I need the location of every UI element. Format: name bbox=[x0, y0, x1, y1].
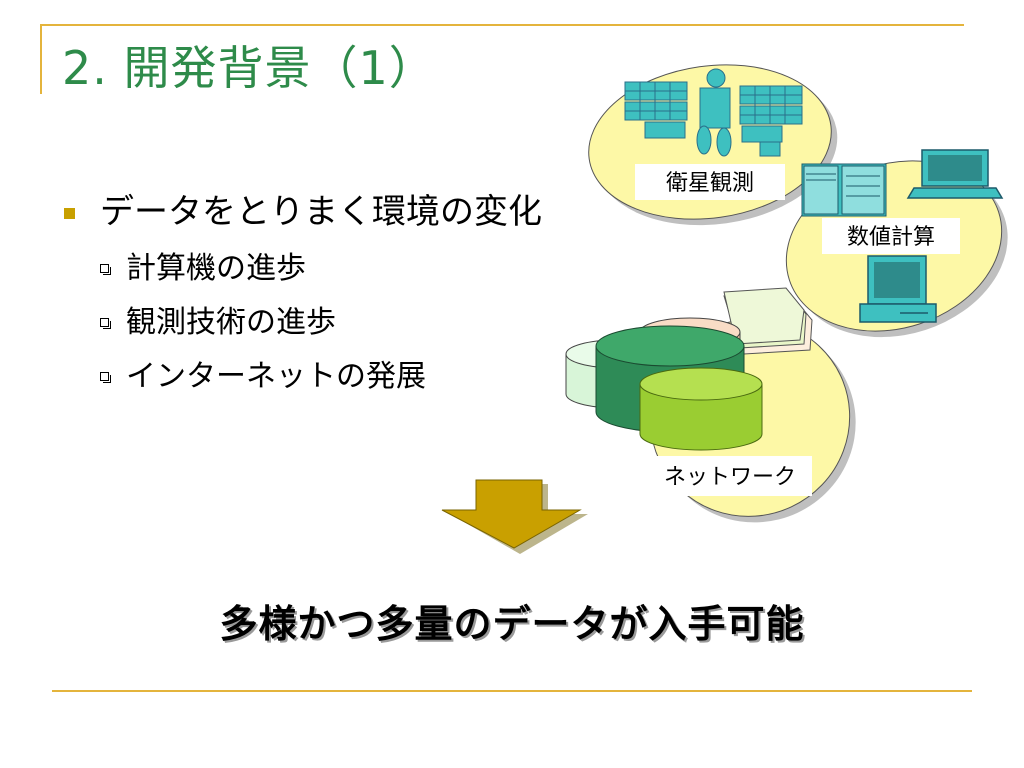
database-cylinders-icon bbox=[565, 317, 763, 451]
sub-bullet-text: 計算機の進歩 bbox=[126, 251, 306, 286]
hollow-square-bullet-icon bbox=[100, 264, 111, 275]
satellite-label: 衛星観測 bbox=[635, 164, 785, 200]
mainframe-computer-icon bbox=[801, 163, 887, 217]
frame-line-bottom bbox=[52, 690, 972, 692]
laptop-icon bbox=[906, 149, 1004, 199]
hollow-square-bullet-icon bbox=[100, 372, 111, 383]
satellite-label-text: 衛星観測 bbox=[666, 171, 754, 196]
slide-title: 2. 開発背景（1） bbox=[62, 41, 436, 95]
sub-bullet-text: インターネットの発展 bbox=[126, 359, 426, 394]
frame-line-left bbox=[40, 24, 42, 94]
computation-label: 数値計算 bbox=[822, 218, 960, 254]
network-label: ネットワーク bbox=[648, 456, 812, 496]
sub-bullet-text: 観測技術の進歩 bbox=[126, 305, 336, 340]
hollow-square-bullet-icon bbox=[100, 318, 111, 329]
computation-label-text: 数値計算 bbox=[847, 225, 935, 250]
bullet-text: データをとりまく環境の変化 bbox=[100, 192, 542, 232]
conclusion-text: 多様かつ多量のデータが入手可能 bbox=[219, 602, 805, 646]
down-arrow-icon bbox=[441, 479, 588, 554]
bullet-square-icon bbox=[64, 208, 75, 219]
documents-icon bbox=[723, 287, 813, 355]
satellite-icon bbox=[624, 68, 803, 157]
desktop-computer-icon bbox=[859, 255, 937, 323]
network-label-text: ネットワーク bbox=[664, 465, 796, 490]
frame-line-top bbox=[40, 24, 964, 26]
